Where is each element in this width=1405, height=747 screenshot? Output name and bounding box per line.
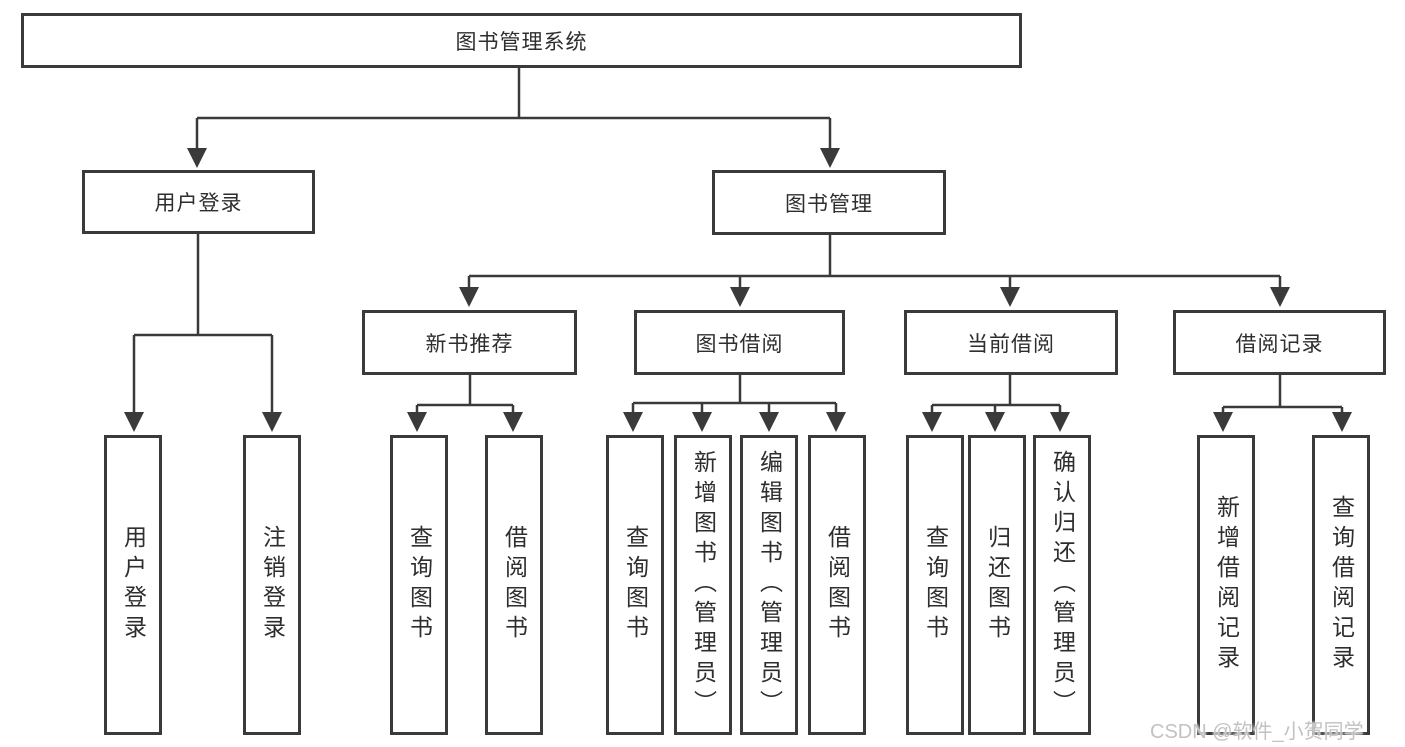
node-book-borrow-label: 图书借阅 — [695, 332, 784, 356]
leaf-query-book-1: 查询图书 — [390, 435, 448, 735]
node-current-borrow: 当前借阅 — [904, 310, 1118, 375]
node-user-login: 用户登录 — [82, 170, 315, 234]
leaf-query-book-2-label: 查询图书 — [622, 525, 649, 645]
connector-root — [187, 68, 840, 168]
node-current-borrow-label: 当前借阅 — [967, 332, 1055, 356]
node-borrow-records: 借阅记录 — [1173, 310, 1386, 375]
leaf-query-borrow-record: 查询借阅记录 — [1312, 435, 1370, 735]
node-borrow-records-label: 借阅记录 — [1235, 332, 1324, 356]
node-root-label: 图书管理系统 — [455, 30, 588, 54]
connector-book-borrow — [623, 375, 846, 432]
leaf-query-book-3-label: 查询图书 — [922, 525, 949, 645]
leaf-confirm-return-admin-label: 确认归还（管理员） — [1049, 450, 1076, 720]
node-book-borrow: 图书借阅 — [634, 310, 845, 375]
leaf-borrow-book-2-label: 借阅图书 — [824, 525, 851, 645]
node-book-management-label: 图书管理 — [785, 192, 873, 216]
leaf-add-borrow-record: 新增借阅记录 — [1197, 435, 1255, 735]
node-root: 图书管理系统 — [21, 13, 1022, 68]
leaf-user-login-label: 用户登录 — [120, 525, 147, 645]
connector-new-book-recommend — [407, 375, 523, 432]
leaf-borrow-book-1-label: 借阅图书 — [501, 525, 528, 645]
leaf-add-book-admin-label: 新增图书（管理员） — [690, 450, 717, 720]
csdn-watermark: CSDN @软件_小贺同学 — [1150, 721, 1364, 743]
leaf-query-book-2: 查询图书 — [606, 435, 664, 735]
connector-user-login — [124, 233, 282, 432]
leaf-confirm-return-admin: 确认归还（管理员） — [1033, 435, 1091, 735]
node-new-book-recommend-label: 新书推荐 — [425, 332, 514, 356]
leaf-edit-book-admin: 编辑图书（管理员） — [740, 435, 798, 735]
connector-book-management — [459, 235, 1290, 307]
node-user-login-label: 用户登录 — [154, 192, 243, 215]
leaf-borrow-book-1: 借阅图书 — [485, 435, 543, 735]
node-new-book-recommend: 新书推荐 — [362, 310, 577, 375]
leaf-return-book: 归还图书 — [968, 435, 1026, 735]
node-book-management: 图书管理 — [712, 170, 946, 235]
leaf-add-book-admin: 新增图书（管理员） — [674, 435, 732, 735]
leaf-logout: 注销登录 — [243, 435, 301, 735]
leaf-logout-label: 注销登录 — [259, 525, 286, 645]
leaf-query-borrow-record-label: 查询借阅记录 — [1328, 495, 1355, 675]
leaf-add-borrow-record-label: 新增借阅记录 — [1213, 495, 1240, 675]
connector-borrow-records — [1213, 375, 1352, 432]
leaf-user-login: 用户登录 — [104, 435, 162, 735]
leaf-borrow-book-2: 借阅图书 — [808, 435, 866, 735]
leaf-query-book-3: 查询图书 — [906, 435, 964, 735]
leaf-return-book-label: 归还图书 — [984, 525, 1011, 645]
leaf-edit-book-admin-label: 编辑图书（管理员） — [756, 450, 783, 720]
leaf-query-book-1-label: 查询图书 — [406, 525, 433, 645]
connector-current-borrow — [922, 375, 1070, 432]
